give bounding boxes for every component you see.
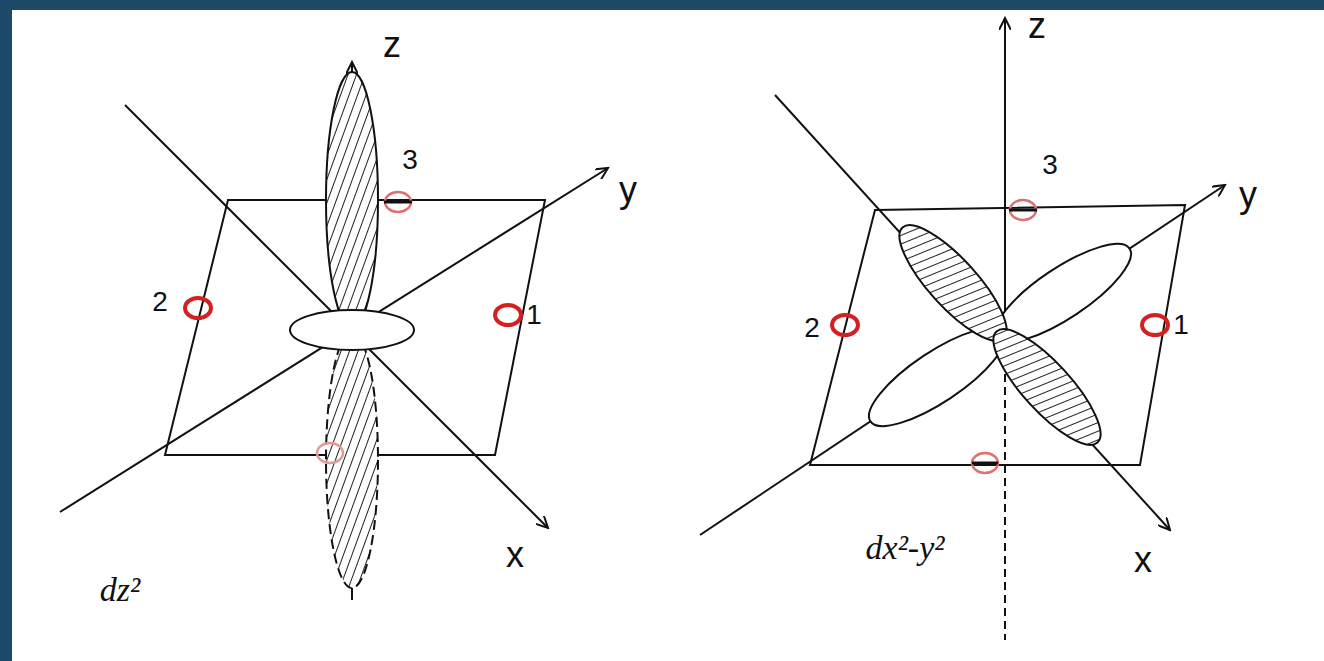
orbital-label: dx²-y²: [866, 531, 945, 565]
ligand-tick: [1009, 209, 1037, 212]
axis-label: y: [619, 172, 637, 208]
axis-label: z: [1028, 8, 1046, 44]
left-ligand-marks: [185, 192, 521, 463]
callout-number: 3: [402, 146, 418, 174]
axis-label: x: [506, 537, 524, 573]
ligand-circle: [495, 305, 521, 325]
callout-number: 2: [152, 288, 168, 316]
ligand-tick: [384, 201, 412, 204]
ligand-circle: [832, 315, 858, 335]
z-axis: [1004, 18, 1006, 335]
right-ligand-marks: [832, 200, 1168, 473]
dx2y2-orbital: [857, 211, 1144, 458]
x-axis: [775, 95, 1170, 530]
lower-lobe: [326, 332, 378, 588]
ligand-circle: [1010, 200, 1036, 220]
orbital-label: dz²: [100, 573, 140, 607]
axis-label: y: [1239, 177, 1257, 213]
callout-number: 1: [1173, 311, 1189, 339]
ligand-circle: [385, 192, 411, 212]
upper-lobe: [326, 72, 378, 328]
white-panel: [12, 10, 1324, 661]
ligand-tick: [972, 462, 998, 465]
dz2-orbital: [290, 72, 414, 588]
y-axis: [700, 185, 1225, 535]
hatched-lobe: [979, 315, 1115, 458]
axis-label: x: [1134, 542, 1152, 578]
callout-number: 1: [526, 301, 542, 329]
callout-number: 3: [1042, 151, 1058, 179]
z-axis-lower: [1004, 335, 1006, 640]
ligand-circle: [972, 453, 998, 473]
axis-label: z: [383, 27, 401, 63]
xy-plane: [810, 205, 1185, 465]
torus-ring: [290, 310, 414, 350]
ligand-circle: [317, 443, 343, 463]
ligand-circle: [1142, 315, 1168, 335]
right-axes: [700, 18, 1225, 640]
ligand-circle: [185, 298, 211, 318]
callout-number: 2: [804, 314, 820, 342]
left-axes: [60, 62, 608, 600]
